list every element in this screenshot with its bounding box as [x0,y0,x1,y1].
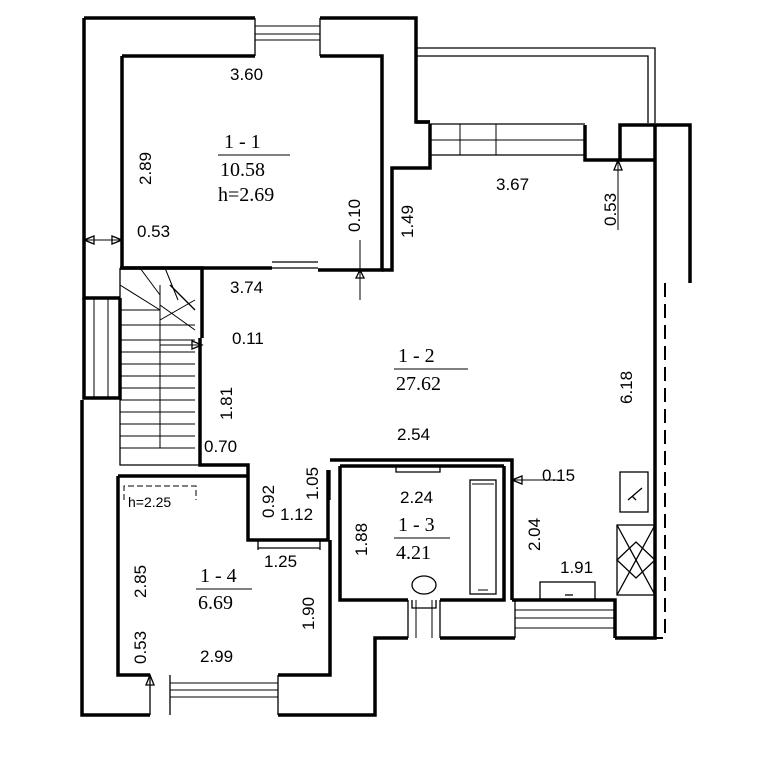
room-id: 1 - 3 [398,514,435,536]
dim-label: 1.49 [398,205,417,238]
dim-label: 6.18 [617,371,636,404]
room-area: 4.21 [396,542,431,564]
dim-label: 1.81 [217,387,236,420]
room-label-1-1: 1 - 1 10.58 h=2.69 [218,131,290,206]
room-area: 27.62 [396,373,441,395]
room-area: 10.58 [220,159,265,181]
wall-segment-upper [382,120,585,272]
exterior-walls [80,16,692,717]
dim-label: 3.67 [496,175,529,194]
dim-label: 1.88 [352,523,371,556]
room-height: h=2.25 [128,494,171,510]
dimension-labels: 3.60 2.89 0.53 0.10 1.49 3.67 0.53 3.74 … [131,65,636,666]
dim-label: 1.90 [299,597,318,630]
dim-label: 2.99 [200,647,233,666]
dimension-lines [82,158,623,715]
room-label-1-2: 1 - 2 27.62 [394,345,468,395]
dim-label: 2.04 [525,518,544,551]
kitchen-fixtures [512,471,656,638]
dim-label: 0.70 [204,437,237,456]
dim-label: 1.12 [280,505,313,524]
dim-label: 0.53 [131,631,150,664]
dim-label: 0.92 [259,485,278,518]
dim-label: 0.11 [232,329,264,348]
dim-label: 2.85 [131,565,150,598]
room-id: 1 - 2 [398,345,435,367]
dim-label: 2.89 [136,152,155,185]
room-id: 1 - 4 [200,565,237,587]
dim-label: 1.25 [264,552,297,571]
dim-label: 1.05 [303,467,322,500]
room-1-4-walls [116,474,332,715]
dim-label: 2.54 [397,425,430,444]
dim-label: 1.91 [560,558,593,577]
room-area: 6.69 [198,592,233,614]
dim-label: 0.53 [601,193,620,226]
room-label-1-3: 1 - 3 4.21 [394,514,450,564]
dim-label: 0.53 [137,222,170,241]
room-1-3-walls [329,458,514,638]
dim-label: 0.15 [542,466,575,485]
dim-label: 0.10 [345,199,364,232]
room-id: 1 - 1 [224,131,261,153]
dim-label: 3.60 [230,65,263,84]
room-label-1-4: 1 - 4 6.69 h=2.25 [128,494,252,614]
dim-label: 3.74 [230,278,263,297]
dim-label: 2.24 [400,488,433,507]
room-height: h=2.69 [218,184,274,206]
